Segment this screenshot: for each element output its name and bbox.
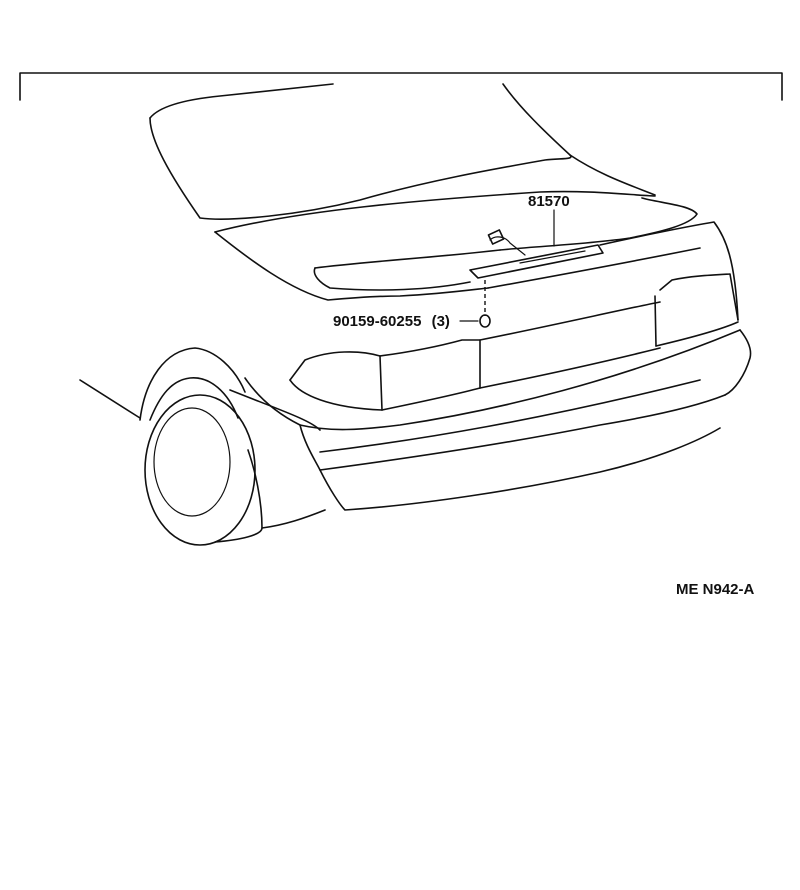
frame-bracket: [19, 72, 783, 101]
car-rear-illustration: [79, 83, 752, 546]
part-label-lamp: 81570: [528, 193, 570, 210]
part-quantity-screw: (3): [432, 313, 450, 330]
part-number-screw: 90159-60255: [333, 313, 421, 330]
high-mount-stop-lamp: [469, 229, 604, 279]
part-label-screw: 90159-60255 (3): [333, 313, 450, 330]
leader-lines: [459, 209, 555, 322]
screw-fastener: [479, 280, 491, 328]
figure-code: ME N942-A: [676, 581, 755, 598]
